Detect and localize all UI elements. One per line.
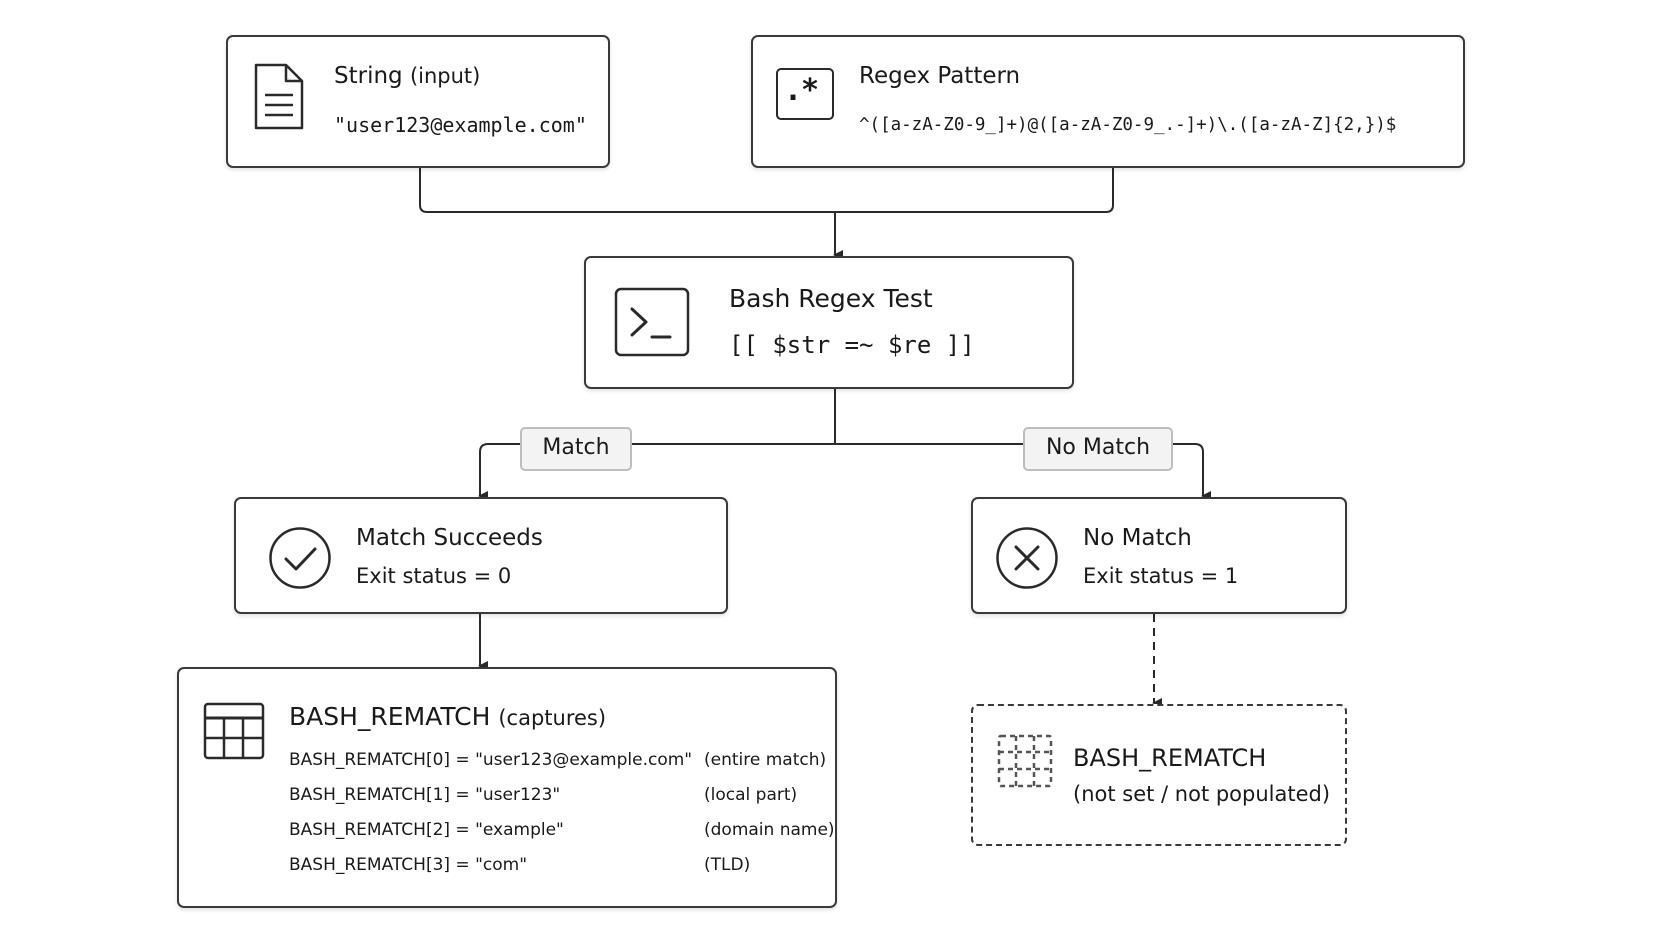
match-succeeds-node: Match Succeeds Exit status = 0 <box>234 497 728 614</box>
document-icon <box>254 63 304 130</box>
capture-row-note: (domain name) <box>704 820 835 840</box>
bash-regex-test-node: Bash Regex Test [[ $str =~ $re ]] <box>584 256 1074 389</box>
unset-node-title: BASH_REMATCH <box>1073 744 1267 772</box>
bash-rematch-unset-node: BASH_REMATCH (not set / not populated) <box>971 704 1347 846</box>
check-circle-icon <box>269 527 331 589</box>
regex-icon: .* <box>776 68 834 120</box>
string-node-subtitle: (input) <box>409 64 481 88</box>
test-node-code: [[ $str =~ $re ]] <box>729 331 975 359</box>
string-node-value: "user123@example.com" <box>334 113 587 137</box>
edge-string-to-merge <box>419 168 835 213</box>
regex-pattern-node: .* Regex Pattern ^([a-zA-Z0-9_]+)@([a-zA… <box>751 35 1465 168</box>
no-match-node: No Match Exit status = 1 <box>971 497 1347 614</box>
terminal-icon <box>614 287 690 357</box>
unset-node-note: (not set / not populated) <box>1073 782 1331 806</box>
edge-split-to-fail <box>835 443 1211 501</box>
dashed-table-icon <box>997 734 1053 788</box>
captures-node-title: BASH_REMATCH <box>289 702 491 731</box>
string-input-node: String (input) "user123@example.com" <box>226 35 610 168</box>
capture-row-note: (local part) <box>704 785 798 805</box>
capture-row-expr: BASH_REMATCH[3] = "com" <box>289 855 528 875</box>
success-node-title: Match Succeeds <box>356 525 543 551</box>
capture-row-expr: BASH_REMATCH[2] = "example" <box>289 820 564 840</box>
regex-node-title: Regex Pattern <box>859 63 1021 89</box>
test-node-title: Bash Regex Test <box>729 284 933 313</box>
edge-label-no-match: No Match <box>1023 427 1173 471</box>
capture-row-note: (TLD) <box>704 855 751 875</box>
bash-rematch-captures-node: BASH_REMATCH (captures) BASH_REMATCH[0] … <box>177 667 837 908</box>
edge-pattern-to-merge <box>835 168 1114 213</box>
string-node-title: String <box>334 63 403 89</box>
capture-row-note: (entire match) <box>704 750 827 770</box>
table-icon <box>203 702 265 760</box>
captures-node-subtitle: (captures) <box>498 706 607 730</box>
regex-node-value: ^([a-zA-Z0-9_]+)@([a-zA-Z0-9_.-]+)\.([a-… <box>859 115 1397 135</box>
edge-label-match: Match <box>520 427 632 471</box>
fail-node-title: No Match <box>1083 525 1192 551</box>
capture-row-expr: BASH_REMATCH[1] = "user123" <box>289 785 561 805</box>
x-circle-icon <box>996 527 1058 589</box>
fail-node-status: Exit status = 1 <box>1083 564 1239 588</box>
capture-row-expr: BASH_REMATCH[0] = "user123@example.com" <box>289 750 693 770</box>
success-node-status: Exit status = 0 <box>356 564 512 588</box>
edge-split-to-success <box>478 443 835 501</box>
